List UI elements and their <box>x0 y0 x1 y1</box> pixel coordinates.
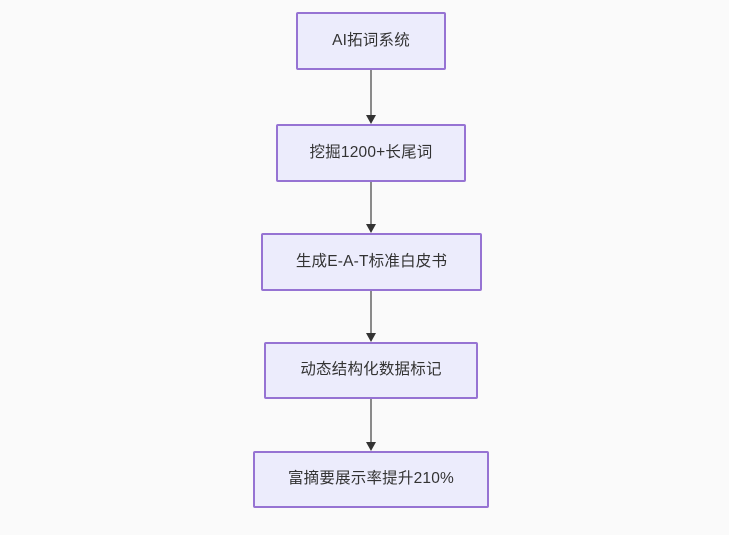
arrowhead-down-icon <box>366 224 376 233</box>
flow-node-label: 动态结构化数据标记 <box>300 361 442 379</box>
flow-edge-4-to-5 <box>363 399 379 451</box>
edge-line <box>370 70 372 116</box>
flow-node-label: AI拓词系统 <box>332 31 410 49</box>
arrowhead-down-icon <box>366 333 376 342</box>
arrowhead-down-icon <box>366 442 376 451</box>
flow-node-label: 生成E-A-T标准白皮书 <box>295 252 448 270</box>
arrowhead-down-icon <box>366 115 376 124</box>
edge-line <box>370 399 372 443</box>
flow-edge-2-to-3 <box>363 182 379 233</box>
flow-node-label: 挖掘1200+长尾词 <box>309 143 433 161</box>
flow-node-ai-keyword-system[interactable]: AI拓词系统 <box>296 12 446 70</box>
flow-node-dynamic-structured-data-markup[interactable]: 动态结构化数据标记 <box>264 342 478 399</box>
flow-node-generate-eat-whitepaper[interactable]: 生成E-A-T标准白皮书 <box>261 233 482 291</box>
edge-line <box>370 182 372 225</box>
flow-edge-3-to-4 <box>363 291 379 342</box>
edge-line <box>370 291 372 334</box>
flow-node-label: 富摘要展示率提升210% <box>287 470 455 488</box>
flow-node-rich-snippet-uplift[interactable]: 富摘要展示率提升210% <box>253 451 489 508</box>
flow-edge-1-to-2 <box>363 70 379 124</box>
flow-node-mine-longtail-keywords[interactable]: 挖掘1200+长尾词 <box>276 124 466 182</box>
